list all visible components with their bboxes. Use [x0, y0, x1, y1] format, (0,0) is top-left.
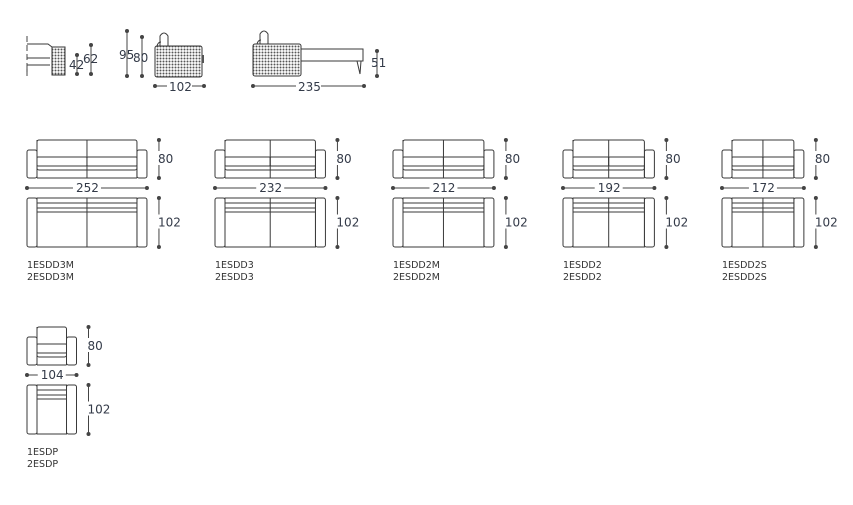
model-code: 1ESDD3M — [27, 260, 74, 271]
top-view — [392, 197, 495, 248]
seat-height-label: 42 — [69, 58, 84, 72]
front-view — [562, 139, 655, 179]
height-label: 80 — [88, 339, 103, 353]
height-end — [86, 325, 91, 329]
height-label: 80 — [505, 152, 520, 166]
model-code: 2ESDD2M — [393, 272, 440, 283]
top-view — [214, 197, 326, 248]
height-label: 80 — [158, 152, 173, 166]
depth-end — [335, 245, 340, 249]
height-end — [813, 138, 818, 142]
depth-end — [503, 196, 508, 200]
top-view — [26, 384, 78, 435]
front-view — [721, 139, 805, 179]
depth-end — [156, 245, 161, 249]
depth-label: 102 — [169, 80, 192, 94]
depth-label: 102 — [815, 216, 838, 230]
height-label: 80 — [336, 152, 351, 166]
side-view-profile: 95 80 102 — [119, 29, 206, 94]
height-end — [156, 138, 161, 142]
arm-height-label: 62 — [83, 52, 98, 66]
height-end — [503, 138, 508, 142]
width-label: 252 — [76, 181, 99, 195]
depth-label: 102 — [88, 403, 111, 417]
depth-label: 102 — [665, 216, 688, 230]
height-end — [664, 138, 669, 142]
model-code: 1ESDD2S — [722, 260, 767, 271]
back-height-label: 80 — [133, 51, 148, 65]
depth-end — [86, 383, 91, 387]
model-code: 2ESDD3M — [27, 272, 74, 283]
height-end — [503, 176, 508, 180]
model-code: 2ESDP — [27, 459, 58, 470]
height-label: 80 — [665, 152, 680, 166]
height-end — [86, 363, 91, 367]
leg-height-label: 51 — [371, 56, 386, 70]
front-view — [392, 139, 495, 179]
depth-end — [664, 245, 669, 249]
height-end — [335, 138, 340, 142]
model-code: 1ESDP — [27, 447, 58, 458]
width-label: 192 — [598, 181, 621, 195]
depth-end — [335, 196, 340, 200]
height-end — [335, 176, 340, 180]
model-code: 2ESDD3 — [215, 272, 254, 283]
width-label: 232 — [259, 181, 282, 195]
depth-label: 102 — [505, 216, 528, 230]
model-code: 1ESDD3 — [215, 260, 254, 271]
depth-label: 102 — [336, 216, 359, 230]
front-view — [26, 139, 148, 179]
depth-end — [813, 196, 818, 200]
height-end — [664, 176, 669, 180]
width-label: 172 — [752, 181, 775, 195]
model-code: 2ESDD2S — [722, 272, 767, 283]
width-label: 212 — [432, 181, 455, 195]
top-view — [26, 197, 148, 248]
model-list: 802521021ESDD3M2ESDD3M802321021ESDD32ESD… — [25, 138, 840, 470]
depth-end — [664, 196, 669, 200]
side-section-profile: 42 62 — [26, 36, 98, 76]
front-view — [214, 139, 326, 179]
width-label: 104 — [41, 368, 64, 382]
extended-length-label: 235 — [298, 80, 321, 94]
top-view — [562, 197, 655, 248]
total-height-label: 95 — [119, 48, 134, 62]
model-code: 1ESDD2 — [563, 260, 602, 271]
depth-end — [503, 245, 508, 249]
depth-end — [86, 432, 91, 436]
top-view — [721, 197, 805, 248]
front-view — [26, 326, 78, 366]
depth-end — [813, 245, 818, 249]
depth-end — [156, 196, 161, 200]
height-end — [156, 176, 161, 180]
height-label: 80 — [815, 152, 830, 166]
height-end — [813, 176, 818, 180]
side-extended-profile: 51 235 — [251, 30, 386, 94]
model-code: 1ESDD2M — [393, 260, 440, 271]
depth-label: 102 — [158, 216, 181, 230]
model-code: 2ESDD2 — [563, 272, 602, 283]
